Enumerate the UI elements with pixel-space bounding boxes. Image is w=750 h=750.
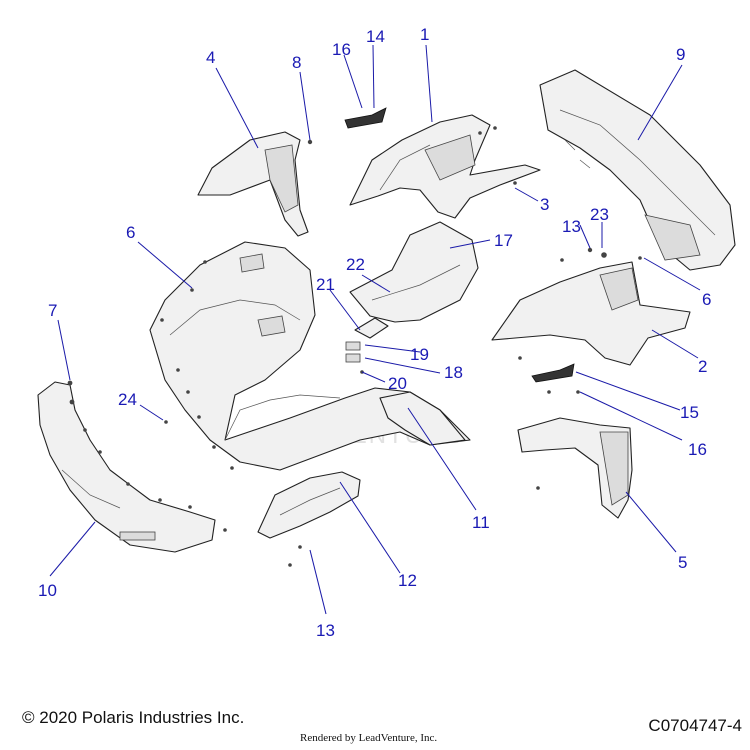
part-2-right-fender[interactable] [491, 261, 691, 366]
callout-labels: 1 2 3 4 5 6 6 7 8 9 10 11 12 13 13 14 15… [38, 25, 711, 640]
leader-8 [299, 71, 311, 141]
leader-6b [643, 257, 701, 291]
part-11-side-panel[interactable] [379, 391, 466, 446]
leader-13b [579, 224, 591, 249]
callout-19[interactable]: 19 [410, 345, 429, 364]
copyright-notice: © 2020 Polaris Industries Inc. [22, 708, 245, 727]
leader-16a [343, 54, 363, 109]
leader-9 [637, 64, 683, 141]
diagram-id: C0704747-4 [648, 716, 742, 735]
callout-20[interactable]: 20 [388, 374, 407, 393]
leader-20 [361, 371, 386, 383]
part-5-right-fender[interactable] [517, 417, 633, 519]
leader-18 [364, 344, 421, 353]
part-9-rear-panel[interactable] [539, 69, 736, 271]
leader-11 [407, 407, 477, 511]
callout-4[interactable]: 4 [206, 48, 215, 67]
part-12-lower-panel[interactable] [257, 471, 361, 539]
callout-22[interactable]: 22 [346, 255, 365, 274]
rendered-by-credit: Rendered by LeadVenture, Inc. [300, 732, 438, 744]
callout-16a[interactable]: 16 [332, 40, 351, 59]
leader-3 [514, 187, 539, 202]
leader-5 [625, 491, 677, 553]
callout-9[interactable]: 9 [676, 45, 685, 64]
callout-7[interactable]: 7 [48, 301, 57, 320]
leader-19 [364, 357, 441, 374]
fastener-hardware [67, 126, 642, 567]
leader-12 [339, 481, 401, 574]
callout-16b[interactable]: 16 [688, 440, 707, 459]
leader-16b [579, 391, 683, 441]
callout-13b[interactable]: 13 [562, 217, 581, 236]
part-1-front-upper-panel[interactable] [349, 114, 541, 219]
leader-15 [575, 371, 681, 411]
leader-4 [215, 67, 259, 149]
callout-5[interactable]: 5 [678, 553, 687, 572]
callout-18[interactable]: 18 [444, 363, 463, 382]
callout-14[interactable]: 14 [366, 27, 385, 46]
leader-17 [449, 239, 491, 249]
leader-lines [49, 44, 701, 615]
callout-11[interactable]: 11 [472, 513, 490, 532]
callout-3[interactable]: 3 [540, 195, 549, 214]
leader-2 [651, 329, 699, 359]
leader-7 [57, 319, 71, 381]
leader-13a [309, 549, 327, 615]
leader-21 [329, 289, 361, 331]
part-21-bracket[interactable] [354, 317, 389, 339]
callout-15[interactable]: 15 [680, 403, 699, 422]
callout-10[interactable]: 10 [38, 581, 57, 600]
callout-1[interactable]: 1 [420, 25, 429, 44]
callout-17[interactable]: 17 [494, 231, 513, 250]
callout-12[interactable]: 12 [398, 571, 417, 590]
leader-1 [425, 44, 433, 123]
callout-6b[interactable]: 6 [702, 290, 711, 309]
part-4-left-bracket[interactable] [197, 131, 309, 237]
callout-24[interactable]: 24 [118, 390, 137, 409]
part-18-19-clips[interactable] [345, 341, 361, 363]
part-15-vent-grille[interactable] [531, 363, 575, 383]
leader-14 [372, 44, 375, 109]
callout-21[interactable]: 21 [316, 275, 335, 294]
callout-13a[interactable]: 13 [316, 621, 335, 640]
leader-22 [361, 274, 391, 293]
callout-8[interactable]: 8 [292, 53, 301, 72]
leader-24 [139, 404, 164, 421]
callout-23[interactable]: 23 [590, 205, 609, 224]
leader-10 [49, 521, 96, 577]
callout-2[interactable]: 2 [698, 357, 707, 376]
part-14-vent-grille[interactable] [344, 107, 387, 129]
part-17-floor-panel[interactable] [349, 221, 479, 323]
leader-6a [137, 241, 193, 289]
callout-6a[interactable]: 6 [126, 223, 135, 242]
